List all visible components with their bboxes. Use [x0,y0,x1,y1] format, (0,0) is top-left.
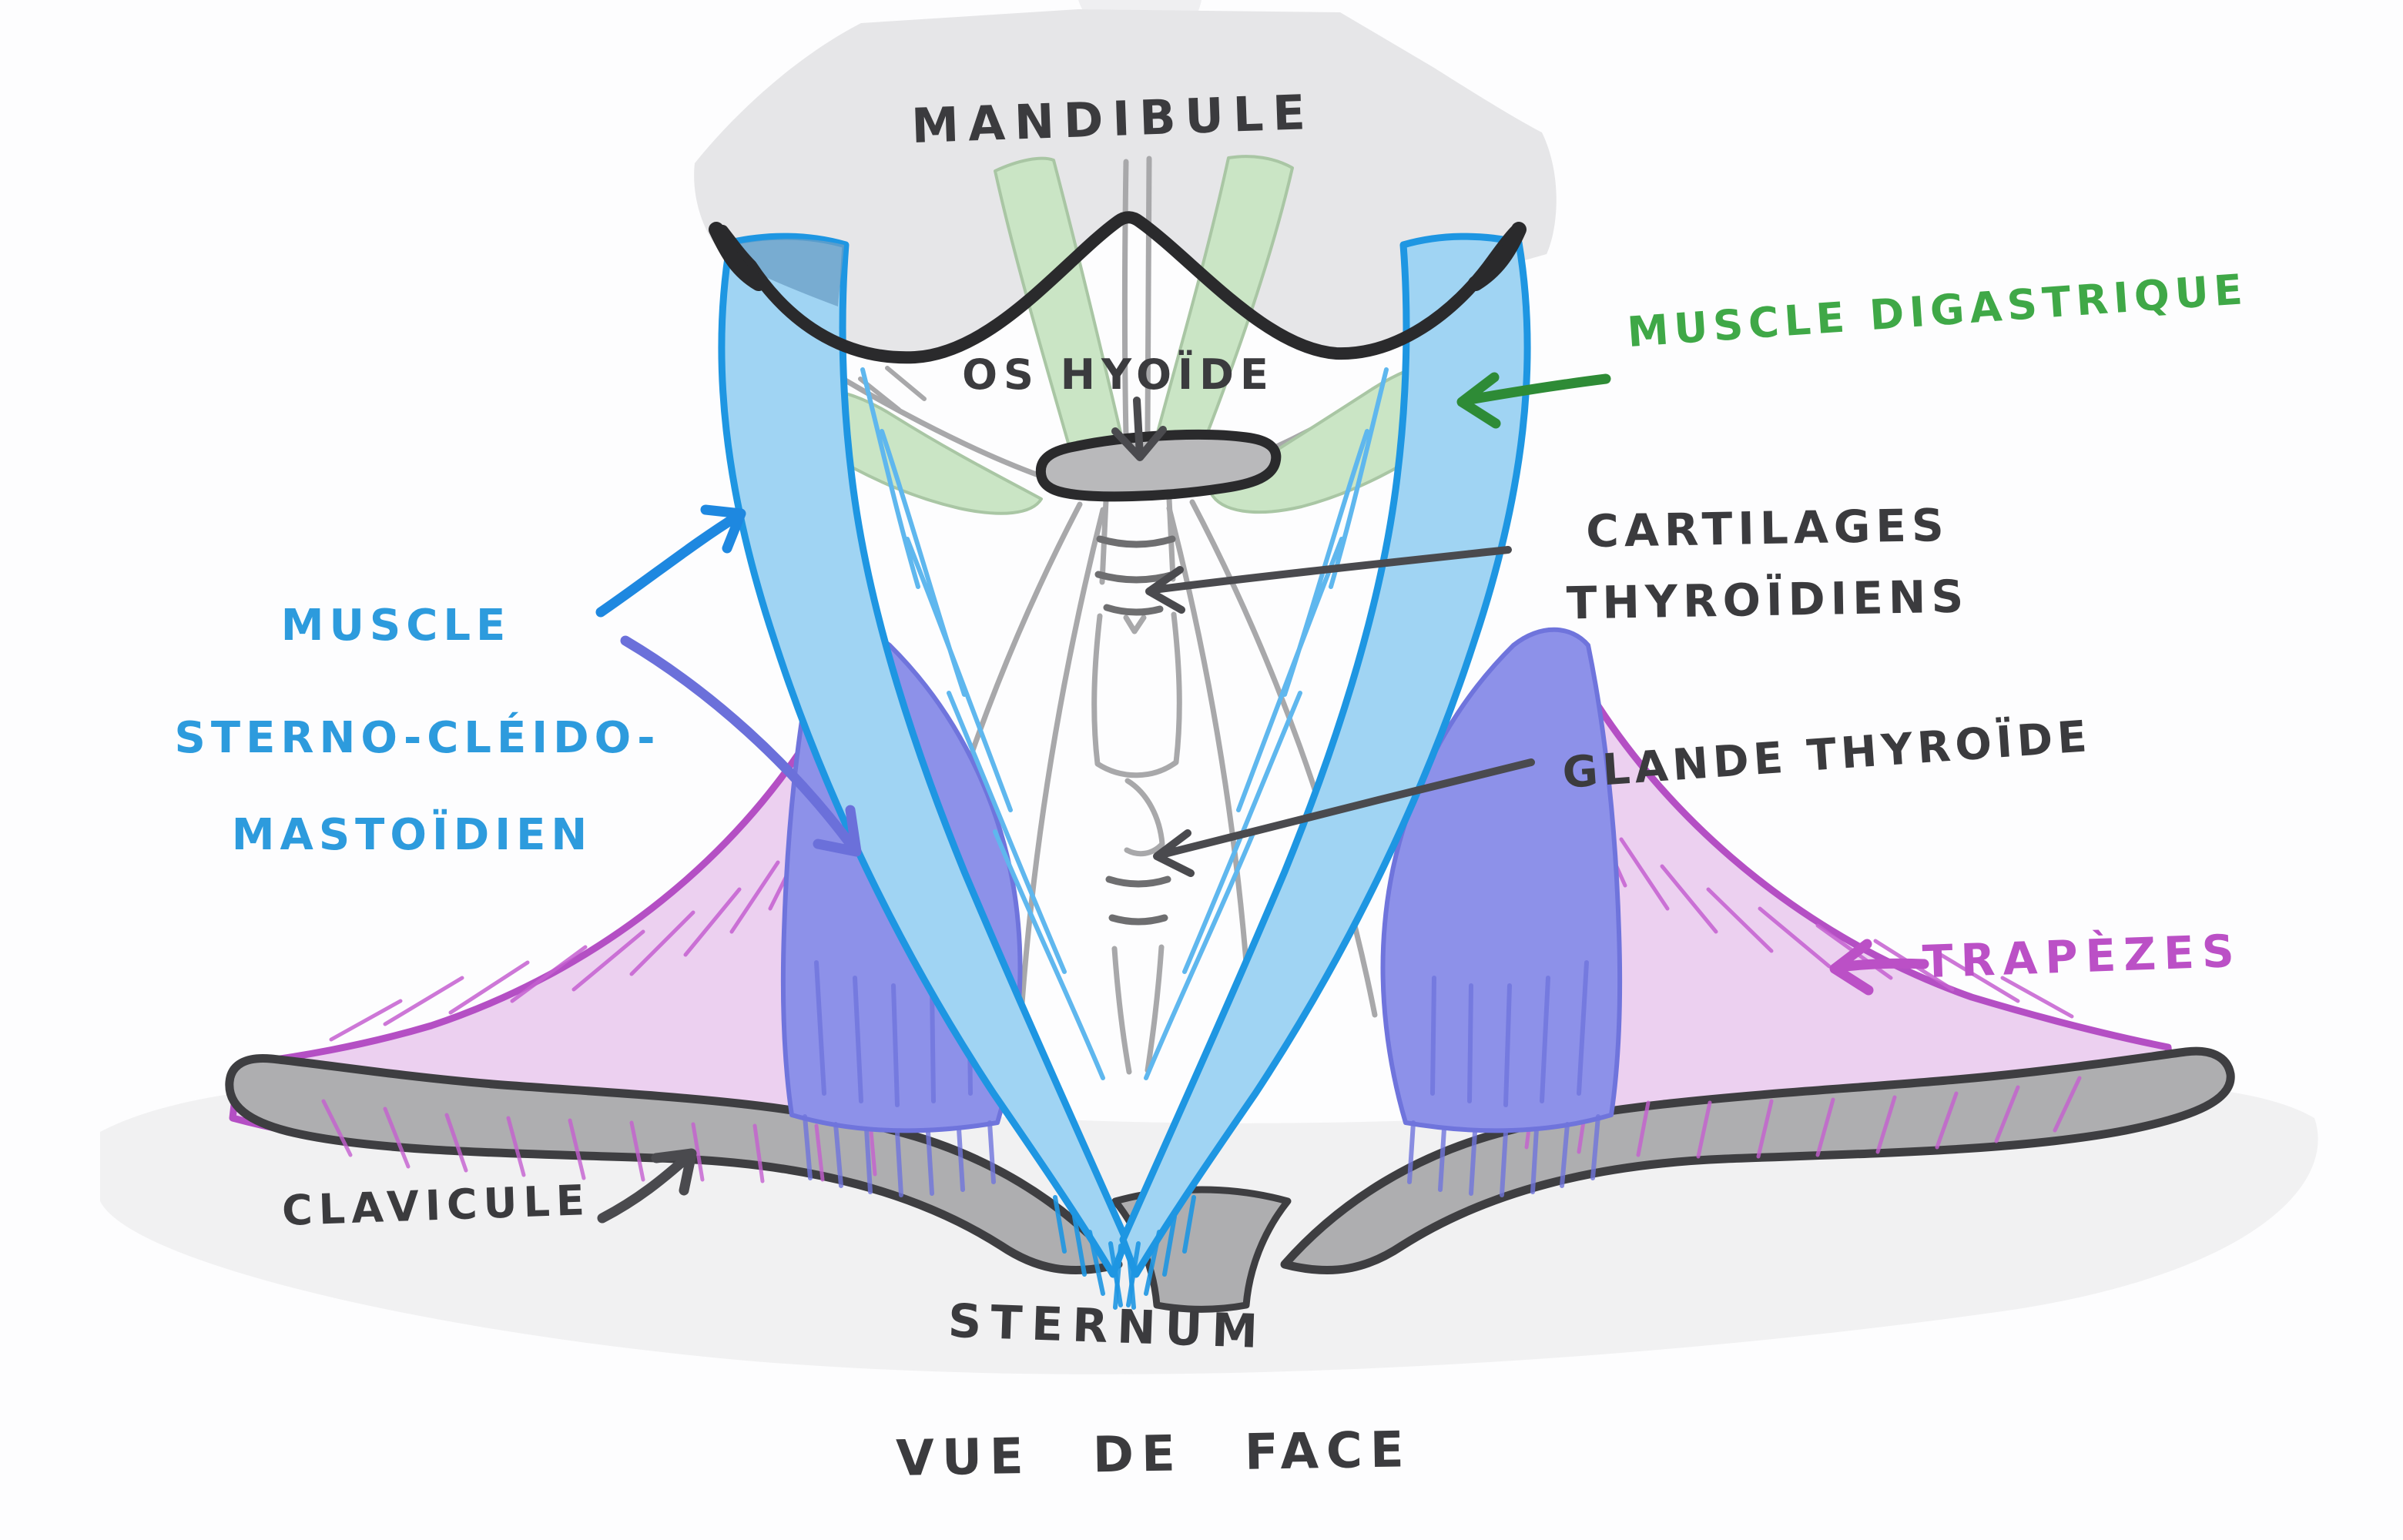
label-muscle-scm-line3: MASTOÏDIEN [231,810,593,860]
tracheal-rings [1094,535,1178,926]
glande-pointer-line [1153,758,1535,877]
deep-muscle-right-body [1380,627,1623,1133]
digastrique-arrow [1456,372,1611,429]
sternocleidomastoid-left [718,233,1136,1310]
scm-right-body [1119,233,1531,1278]
jawline-corner-hooks [709,222,1527,291]
label-muscle-scm-line2: STERNO-CLÉIDO- [174,713,661,763]
label-trapezes: TRAPÈZES [1921,924,2243,989]
label-sternum: STERNUM [947,1294,1269,1360]
scm-violet-arrow [620,635,862,857]
scm-right-fringe [1113,1195,1196,1310]
trapezius-fringe-strokes [321,1076,2082,1183]
jawline-stroke [716,211,1522,364]
scm-left-body [718,233,1130,1278]
jawline [709,211,1527,364]
annotation-arrows [595,372,1929,1224]
scm-left-fringe [1053,1195,1136,1310]
clavicule-arrow [597,1148,697,1224]
hyoid-bone [1035,429,1282,502]
scm-left-dark-top [732,239,844,306]
digastric-anterior-belly-right [1152,155,1294,460]
sternocleidomastoid-right [1113,233,1531,1310]
caption-vue-de-face: VUE DE FACE [895,1421,1413,1488]
os-hyoide-arrow [1111,397,1167,461]
label-cartilages-line2: THYROÏDIENS [1566,570,1969,630]
digastric-anterior-belly-left [994,156,1128,474]
scm-right-streaks [1144,367,1389,1080]
deep-muscle-right-fibers [1407,960,1600,1197]
scm-blue-arrow [595,504,746,618]
deep-neck-muscle-right [1380,627,1623,1197]
trapezes-arrow [1829,939,1929,996]
label-os-hyoide: OS HYOÏDE [962,350,1275,399]
scm-left-streaks [860,367,1105,1080]
larynx-trachea-sketch [1091,496,1182,1075]
label-cartilages-line1: CARTILAGES [1585,498,1950,558]
label-muscle-scm-line1: MUSCLE [280,601,511,651]
cartilages-pointer-line [1145,546,1512,614]
